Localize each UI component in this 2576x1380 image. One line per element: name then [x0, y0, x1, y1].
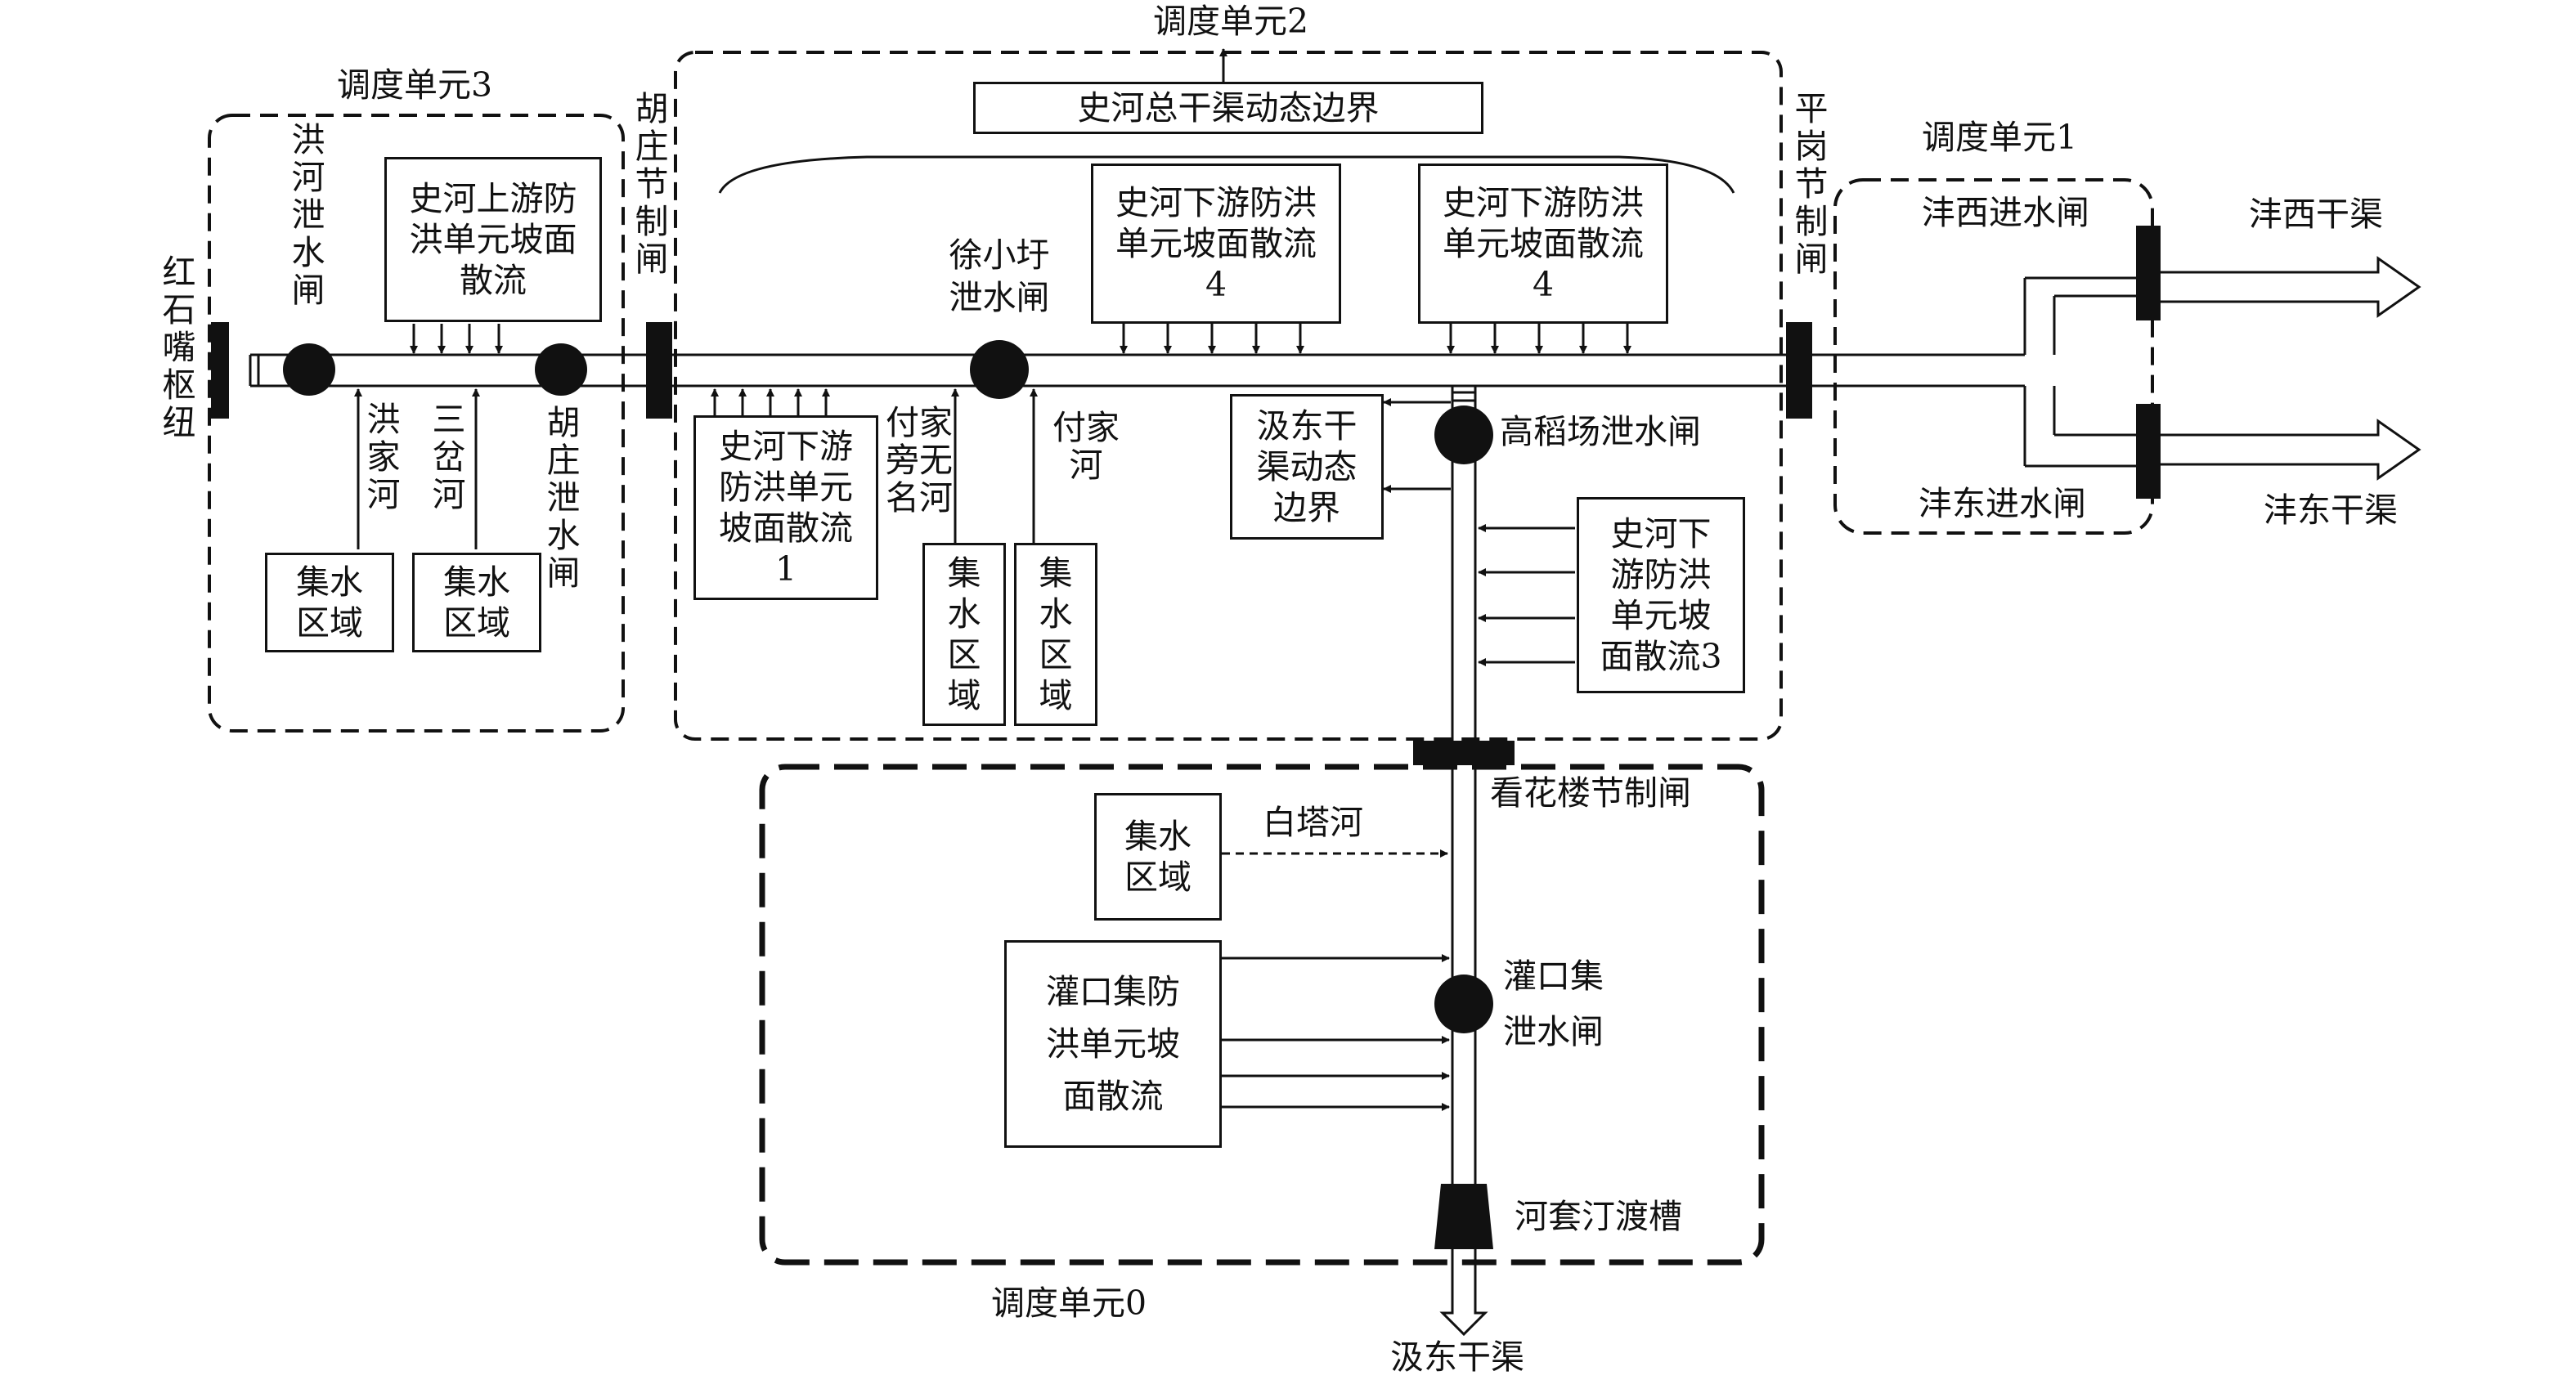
- guankouji-sluice-label-2: 泄水闸: [1503, 1012, 1604, 1051]
- unit3-label: 调度单元3: [337, 65, 493, 105]
- down3-runoff-arrows: [1478, 524, 1575, 666]
- shihe-main-boundary-box: 史河总干渠动态边界: [973, 82, 1483, 134]
- down4b-runoff-box: 史河下游防洪 单元坡面散流 4: [1418, 164, 1668, 324]
- fengdong-gate: [2136, 404, 2161, 499]
- hongshizui-label: 红石嘴枢纽: [162, 253, 196, 442]
- xuxiaoyu-sluice: [970, 340, 1029, 399]
- huzhuang-control-gate: [646, 322, 672, 419]
- guankouji-runoff-box: 灌口集防 洪单元坡 面散流: [1004, 940, 1222, 1148]
- fengxi-gate-label: 沣西进水闸: [1922, 193, 2089, 232]
- guankouji-sluice-label-1: 灌口集: [1503, 957, 1604, 996]
- gaodaochang-sluice-label: 高稻场泄水闸: [1500, 412, 1701, 451]
- down4a-runoff-box: 史河下游防洪 单元坡面散流 4: [1091, 164, 1341, 324]
- hongshizui-gate: [211, 322, 229, 419]
- hetao-aqueduct-label: 河套汀渡槽: [1515, 1197, 1682, 1236]
- upstream-runoff-arrows: [410, 324, 503, 354]
- xuxiaoyu-sluice-label: 徐小圩 泄水闸: [949, 235, 1050, 317]
- fengdong-canal-label: 沣东干渠: [2264, 491, 2398, 530]
- catchment-fujia: 集水区域: [1014, 543, 1097, 726]
- fengxi-outlet-arrow: [2156, 256, 2421, 318]
- catchment-fujiapang: 集水区域: [922, 543, 1006, 726]
- fujia-river-label: 付家河: [1052, 408, 1120, 485]
- jidong-canal-label: 汲东干渠: [1390, 1337, 1524, 1377]
- fengxi-gate: [2136, 226, 2161, 320]
- fengdong-gate-label: 沣东进水闸: [1919, 484, 2086, 523]
- kanhualou-gate-label: 看花楼节制闸: [1490, 773, 1691, 813]
- baita-river-label: 白塔河: [1263, 803, 1363, 842]
- kanhualou-control-gate: [1413, 741, 1515, 765]
- fujiapang-text: 付家旁无名河: [882, 404, 957, 517]
- huzhuang-sluice: [535, 343, 587, 396]
- unit2-region: [674, 51, 1783, 741]
- down4b-runoff-arrows: [1447, 324, 1631, 354]
- honghe-sluice-label: 洪河泄水闸: [291, 120, 325, 310]
- pinggang-control-gate: [1786, 322, 1812, 419]
- huzhuang-sluice-label: 胡庄泄水闸: [546, 403, 581, 593]
- unit3-region: [208, 114, 625, 733]
- hetao-aqueduct: [1434, 1184, 1493, 1249]
- fujiapang-river-text: 付家旁无名河: [886, 403, 953, 518]
- jidong-outlet-arrow: [1439, 1300, 1488, 1337]
- fujiapang-river-label: 付家旁无名河: [882, 404, 996, 551]
- down1-runoff-box: 史河下游 防洪单元 坡面散流 1: [693, 415, 878, 600]
- unit1-label: 调度单元1: [1922, 118, 2078, 157]
- shihe-boundary-curve: [718, 155, 1735, 194]
- hongjia-river-label: 洪家河: [366, 400, 401, 514]
- jidong-boundary-box: 汲东干 渠动态 边界: [1230, 394, 1384, 540]
- gaodaochang-sluice: [1434, 405, 1493, 464]
- huzhuang-control-gate-label: 胡庄节制闸: [635, 89, 669, 279]
- down4a-runoff-arrows: [1120, 324, 1304, 354]
- down3-runoff-box: 史河下 游防洪 单元坡 面散流3: [1577, 497, 1745, 693]
- unit1-region: [1833, 178, 2154, 535]
- upstream-runoff-box: 史河上游防 洪单元坡面 散流: [384, 157, 602, 322]
- guankouji-sluice: [1434, 975, 1493, 1033]
- sancha-river-label: 三岔河: [432, 400, 466, 514]
- pinggang-control-gate-label: 平岗节制闸: [1794, 89, 1829, 279]
- down1-runoff-arrows: [711, 388, 830, 415]
- honghe-sluice: [283, 343, 335, 396]
- unit2-label: 调度单元2: [1153, 2, 1309, 41]
- catchment-sancha: 集水 区域: [412, 553, 541, 652]
- catchment-baita: 集水 区域: [1094, 793, 1222, 921]
- fengxi-canal-label: 沣西干渠: [2249, 195, 2383, 234]
- unit0-label: 调度单元0: [991, 1284, 1147, 1323]
- unit0-region: [759, 764, 1765, 1266]
- catchment-hongjia: 集水 区域: [265, 553, 394, 652]
- fengdong-outlet-arrow: [2156, 419, 2421, 481]
- guankouji-runoff-arrows: [1222, 954, 1450, 1111]
